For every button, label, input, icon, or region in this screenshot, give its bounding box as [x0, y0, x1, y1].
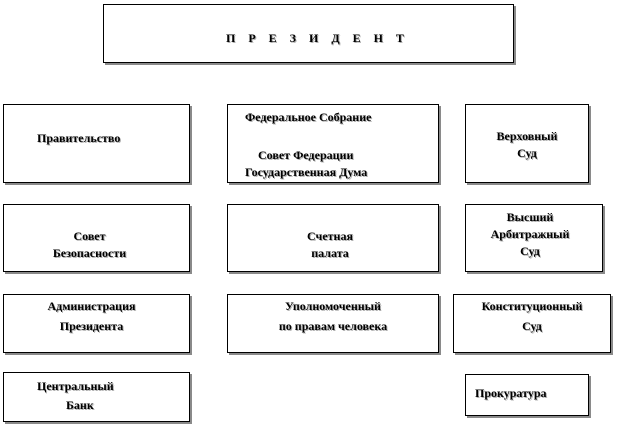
constitutional-court-line2: Суд [522, 319, 542, 333]
president-label: П Р Е З И Д Е Н Т [226, 31, 409, 45]
supreme-court-line2: Суд [517, 146, 537, 160]
central-bank-box: Центральный Банк [3, 372, 190, 422]
central-bank-line2: Банк [66, 398, 94, 412]
accounts-chamber-line1: Счетная [307, 229, 353, 243]
administration-text: Администрация Президента [0, 299, 189, 334]
arbitration-court-line1: Высший [506, 210, 554, 224]
arbitration-court-line3: Суд [520, 244, 540, 258]
ombudsman-line1: Уполномоченный [285, 299, 381, 313]
ombudsman-box: Уполномоченный по правам человека [227, 294, 439, 353]
administration-line2: Президента [59, 319, 124, 333]
security-council-line1: Совет [73, 229, 106, 243]
security-council-text: Совет Безопасности [0, 229, 189, 261]
prosecutor-label: Прокуратура [475, 386, 547, 400]
government-label: Правительство [37, 131, 121, 145]
administration-box: Администрация Президента [3, 294, 190, 353]
supreme-court-text: Верховный Суд [466, 129, 588, 161]
constitutional-court-line1: Конституционный [481, 299, 583, 313]
supreme-court-line1: Верховный [496, 129, 558, 143]
security-council-line2: Безопасности [52, 246, 127, 260]
prosecutor-box: Прокуратура [465, 374, 589, 416]
security-council-box: Совет Безопасности [3, 204, 190, 272]
arbitration-court-text: Высший Арбитражный Суд [458, 210, 602, 259]
administration-line1: Администрация [47, 299, 136, 313]
state-duma-label: Государственная Дума [245, 165, 368, 179]
arbitration-court-line2: Арбитражный [490, 227, 570, 241]
accounts-chamber-box: Счетная палата [227, 204, 439, 272]
ombudsman-line2: по правам человека [278, 319, 388, 333]
accounts-chamber-text: Счетная палата [222, 229, 438, 261]
arbitration-court-box: Высший Арбитражный Суд [465, 204, 603, 272]
constitutional-court-text: Конституционный Суд [454, 299, 610, 334]
government-box: Правительство [3, 104, 190, 183]
federation-council-label: Совет Федерации [258, 148, 354, 162]
federal-assembly-box: Федеральное Собрание Совет Федерации Гос… [227, 104, 439, 183]
accounts-chamber-line2: палата [311, 246, 349, 260]
president-box: П Р Е З И Д Е Н Т [103, 4, 514, 63]
ombudsman-text: Уполномоченный по правам человека [228, 299, 438, 334]
supreme-court-box: Верховный Суд [465, 104, 589, 183]
federal-assembly-title: Федеральное Собрание [245, 110, 372, 124]
central-bank-line1: Центральный [37, 379, 114, 393]
constitutional-court-box: Конституционный Суд [453, 294, 611, 353]
